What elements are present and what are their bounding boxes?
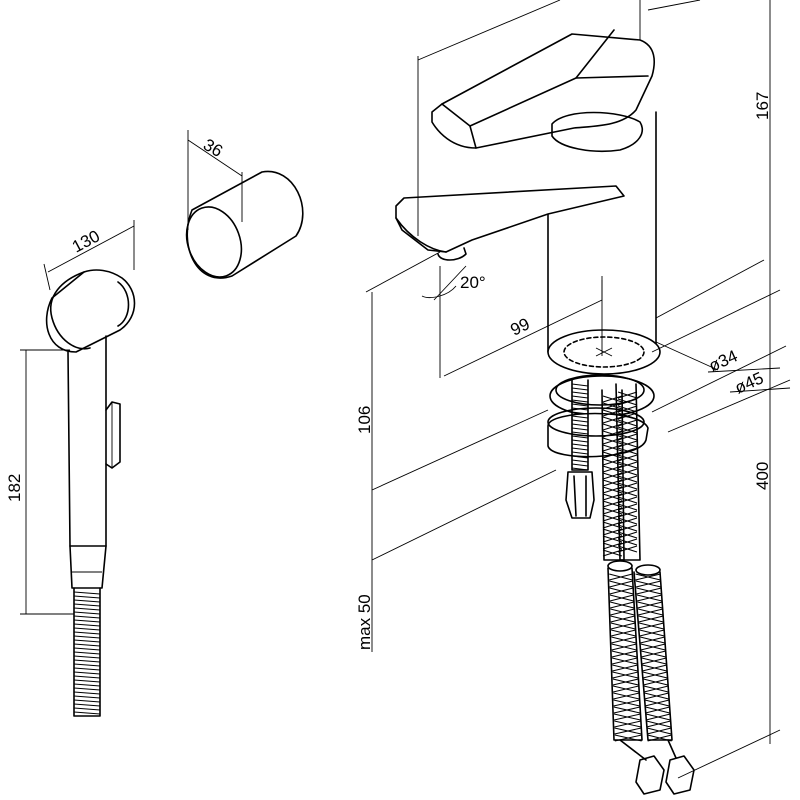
dim-label-20: 20° (460, 273, 486, 292)
dim-label-99: 99 (507, 314, 532, 339)
dim-label-167: 167 (753, 92, 772, 120)
hose-left (601, 389, 625, 561)
hand-shower (45, 269, 136, 717)
faucet-aerator (437, 247, 467, 261)
dim-diameters: ø34 ø45 (651, 259, 791, 433)
dim-182: 182 (5, 349, 74, 615)
dim-106: 106 (355, 251, 549, 492)
dim-max50: max 50 (355, 469, 557, 652)
mounting-nut (565, 471, 595, 519)
dim-label-182: 182 (5, 474, 24, 502)
dim-label-max50: max 50 (355, 594, 374, 650)
hose-fitting-left (635, 755, 665, 795)
dim-label-106: 106 (355, 406, 374, 434)
dim-label-400: 400 (753, 462, 772, 490)
shower-handle (67, 335, 107, 547)
faucet-spout (395, 185, 625, 253)
dim-400: 400 (651, 260, 781, 779)
faucet-body (547, 111, 657, 353)
hose-right (615, 383, 641, 561)
dim-label-36: 36 (200, 135, 226, 161)
hose-fitting-right (665, 755, 695, 795)
dim-167: 167 (417, 0, 772, 260)
shower-button (105, 401, 121, 469)
dim-label-d45: ø45 (732, 368, 766, 397)
faucet (395, 29, 695, 795)
dim-20-angle: 20° (421, 265, 486, 378)
faucet-lever (431, 33, 655, 149)
dim-label-130: 130 (69, 226, 103, 256)
shower-thread (73, 587, 101, 717)
wall-holder (185, 170, 304, 279)
shower-head (45, 269, 136, 353)
mounting-stud (571, 379, 589, 471)
